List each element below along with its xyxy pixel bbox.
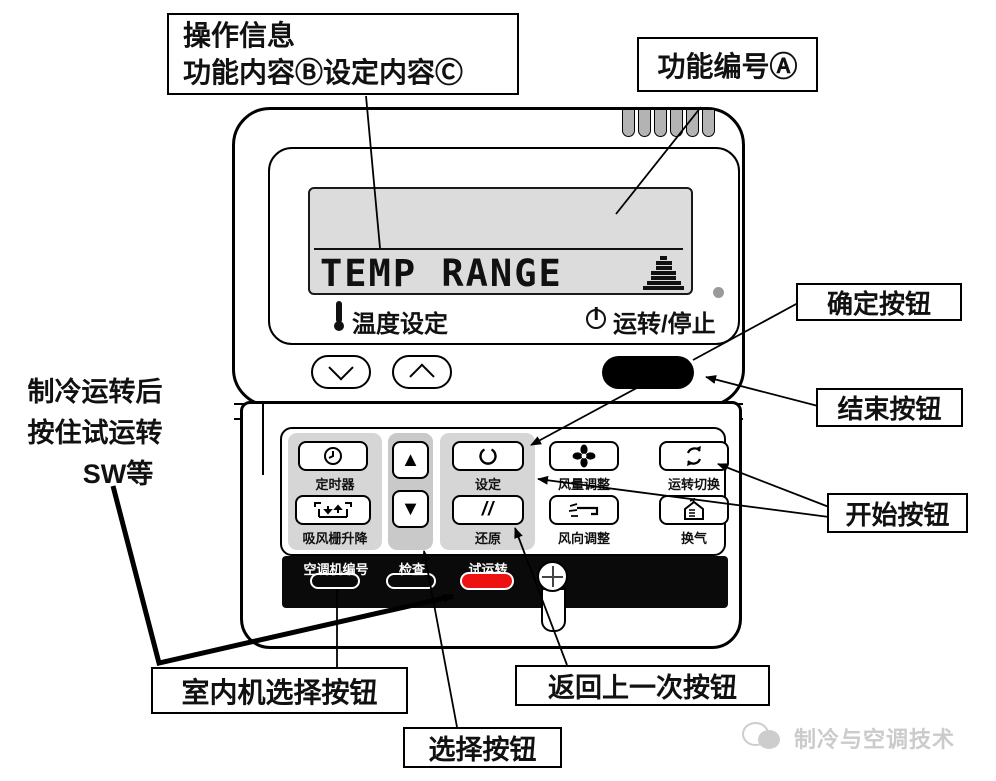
callout-operation-info: 操作信息 功能内容Ⓑ设定内容Ⓒ	[167, 13, 519, 95]
grille-updown-icon	[314, 502, 352, 518]
clock-icon	[324, 447, 342, 465]
watermark: 制冷与空调技术	[742, 722, 955, 754]
reset-label: 还原	[474, 531, 501, 546]
air-direction-button[interactable]	[549, 495, 619, 525]
house-vent-icon	[684, 498, 704, 520]
set-label: 设定	[474, 477, 501, 492]
set-button[interactable]	[452, 441, 524, 471]
temp-down-button[interactable]	[311, 355, 371, 389]
lcd-display: TEMP RANGE	[308, 187, 693, 295]
screw-icon	[537, 561, 568, 592]
fan-icon	[572, 444, 596, 468]
callout-confirm-button: 确定按钮	[796, 283, 962, 321]
side-note: 制冷运转后 按住试运转 SW等	[2, 372, 188, 495]
run-stop-button[interactable]	[602, 356, 694, 389]
cycle-arrows-icon	[686, 446, 702, 466]
reset-button[interactable]: //	[452, 495, 524, 525]
operation-info-line2: 功能内容Ⓑ设定内容Ⓒ	[183, 57, 464, 88]
callout-return-previous: 返回上一次按钮	[515, 665, 770, 706]
mode-switch-button[interactable]	[659, 441, 729, 471]
chevron-down-icon	[328, 355, 354, 381]
wechat-icon	[742, 722, 786, 754]
chevron-up-icon	[409, 363, 435, 389]
ac-number-button[interactable]	[310, 573, 360, 589]
check-button[interactable]	[386, 573, 436, 589]
timer-button[interactable]	[298, 441, 368, 471]
fan-speed-button[interactable]	[549, 441, 619, 471]
timer-label: 定时器	[315, 477, 355, 492]
temp-up-button[interactable]	[392, 355, 452, 389]
callout-select-button: 选择按钮	[403, 727, 562, 768]
double-slash-icon: //	[481, 499, 495, 520]
screw-tab	[541, 588, 566, 632]
watermark-text: 制冷与空调技术	[794, 727, 956, 752]
lcd-divider-line	[314, 248, 683, 250]
ventilation-button[interactable]	[659, 495, 729, 525]
side-note-line3: SW等	[82, 459, 154, 489]
callout-start-button: 开始按钮	[827, 493, 968, 533]
down-arrow-icon: ▼	[400, 498, 421, 520]
door-hinge-line	[262, 403, 264, 475]
test-run-button[interactable]	[460, 572, 514, 590]
callout-function-number: 功能编号Ⓐ	[637, 37, 818, 92]
operation-info-line1: 操作信息	[183, 20, 296, 51]
lcd-text: TEMP RANGE	[320, 252, 563, 295]
air-direction-label: 风向调整	[557, 531, 610, 546]
intake-grille-label: 吸风栅升降	[302, 531, 368, 546]
temp-setting-label: 温度设定	[352, 311, 448, 338]
fan-speed-label: 风量调整	[557, 477, 610, 492]
callout-indoor-unit-select: 室内机选择按钮	[151, 667, 408, 714]
louver-icon	[568, 503, 599, 517]
callout-end-button: 结束按钮	[816, 388, 963, 427]
up-arrow-icon: ▲	[400, 449, 421, 471]
intake-grille-button[interactable]	[295, 495, 371, 525]
select-down-button[interactable]: ▼	[392, 490, 429, 528]
run-stop-label: 运转/停止	[613, 311, 716, 338]
indicator-led	[713, 287, 724, 298]
ventilation-label: 换气	[680, 531, 707, 546]
mode-switch-label: 运转切换	[667, 477, 720, 492]
select-up-button[interactable]: ▲	[392, 441, 429, 479]
side-note-line2: 按住试运转	[27, 418, 163, 448]
side-note-line1: 制冷运转后	[27, 377, 163, 407]
set-circle-icon	[479, 448, 497, 465]
thermometer-icon	[334, 301, 344, 331]
power-icon	[586, 309, 606, 329]
signal-bars-icon	[643, 255, 684, 290]
